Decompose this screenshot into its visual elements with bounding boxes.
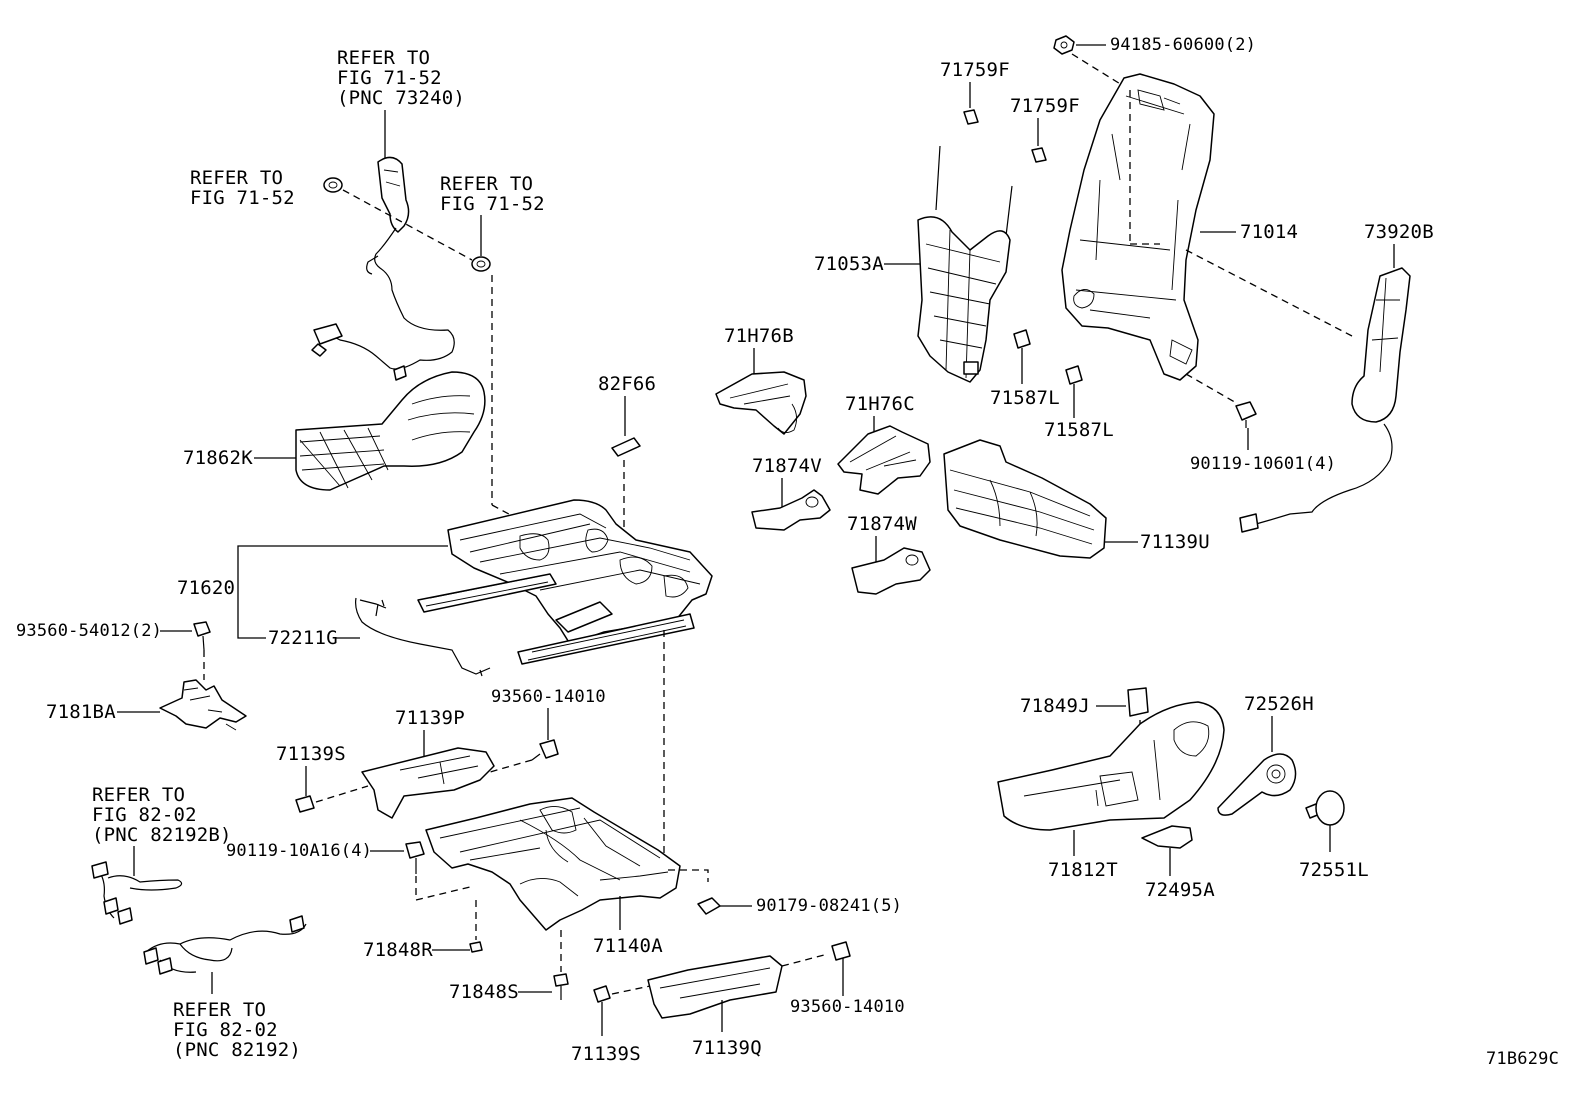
svg-text:FIG 71-52: FIG 71-52 — [440, 193, 545, 215]
svg-text:REFER TO: REFER TO — [337, 47, 430, 69]
svg-text:(PNC 82192B): (PNC 82192B) — [92, 824, 232, 846]
bracket-71874V — [751, 489, 831, 531]
label-90119-10A16[interactable]: 90119-10A16(4) — [226, 841, 372, 861]
washer-left — [323, 177, 343, 193]
refer-fig-71-52-pnc-label[interactable]: REFER TO FIG 71-52 (PNC 73240) — [337, 47, 465, 109]
label-71862K[interactable]: 71862K — [183, 447, 253, 469]
label-71139S-lower[interactable]: 71139S — [571, 1043, 641, 1065]
label-71848S[interactable]: 71848S — [449, 981, 519, 1003]
refer-fig-82-02-pnc-label[interactable]: REFER TO FIG 82-02 (PNC 82192) — [173, 999, 301, 1061]
svg-text:(PNC 82192): (PNC 82192) — [173, 1039, 301, 1061]
nut-90179-08241 — [697, 897, 721, 915]
washer-right — [471, 256, 491, 272]
seat-side-cover-71812T — [997, 701, 1225, 831]
seat-cushion-shield-71862K — [295, 371, 486, 491]
refer-fig-71-52-left-label[interactable]: REFER TO FIG 71-52 — [190, 167, 295, 209]
bracket-71H76B — [715, 371, 807, 435]
label-71140A[interactable]: 71140A — [593, 935, 663, 957]
label-71848R[interactable]: 71848R — [363, 939, 433, 961]
label-82F66[interactable]: 82F66 — [598, 373, 656, 395]
label-71759F-right[interactable]: 71759F — [1010, 95, 1080, 117]
clip-82F66 — [611, 437, 641, 457]
label-93560-14010-lower[interactable]: 93560-14010 — [790, 997, 905, 1017]
refer-fig-82-02-pnc-b-label[interactable]: REFER TO FIG 82-02 (PNC 82192B) — [92, 784, 232, 846]
label-71874W[interactable]: 71874W — [847, 513, 917, 535]
cover-71139Q — [647, 955, 783, 1019]
seat-belt-buckle-part — [311, 156, 455, 381]
label-71812T[interactable]: 71812T — [1048, 859, 1118, 881]
diagram-id: 71B629C — [1486, 1049, 1559, 1069]
svg-text:FIG 71-52: FIG 71-52 — [190, 187, 295, 209]
bolt-71848S — [553, 973, 569, 1000]
bracket-7181BA — [159, 679, 247, 731]
cover-71139P — [361, 747, 495, 819]
label-93560-54012[interactable]: 93560-54012(2) — [16, 621, 162, 641]
label-71874V[interactable]: 71874V — [752, 455, 822, 477]
label-71H76B[interactable]: 71H76B — [724, 325, 794, 347]
bracket-71874W — [851, 547, 931, 595]
bracket-71H76C — [837, 425, 931, 495]
svg-text:FIG 82-02: FIG 82-02 — [92, 804, 197, 826]
cover-71849J — [1127, 687, 1149, 717]
wire-rod-72211G — [355, 597, 491, 677]
seatback-frame-71014 — [1061, 73, 1215, 381]
screw-71139S-upper — [295, 795, 315, 813]
label-71849J[interactable]: 71849J — [1020, 695, 1090, 717]
label-73920B[interactable]: 73920B — [1364, 221, 1434, 243]
svg-text:FIG 82-02: FIG 82-02 — [173, 1019, 278, 1041]
label-71620[interactable]: 71620 — [177, 577, 235, 599]
label-72526H[interactable]: 72526H — [1244, 693, 1314, 715]
label-71139S-upper[interactable]: 71139S — [276, 743, 346, 765]
label-71759F-left[interactable]: 71759F — [940, 59, 1010, 81]
svg-text:REFER TO: REFER TO — [173, 999, 266, 1021]
clip-71759F-left — [963, 109, 979, 125]
svg-text:REFER TO: REFER TO — [440, 173, 533, 195]
seat-adjuster-71620 — [417, 499, 713, 665]
wire-harness-82192B — [91, 861, 183, 925]
label-90179-08241[interactable]: 90179-08241(5) — [756, 896, 902, 916]
label-72211G[interactable]: 72211G — [268, 627, 338, 649]
label-71139Q[interactable]: 71139Q — [692, 1037, 762, 1059]
bolt-93560-54012 — [193, 621, 211, 651]
svg-text:REFER TO: REFER TO — [92, 784, 185, 806]
knob-72526H — [1217, 753, 1297, 816]
seatback-spring-71053A — [917, 145, 1013, 383]
clip-71759F-right — [1031, 147, 1047, 163]
shield-71139U — [943, 439, 1107, 559]
label-90119-10601[interactable]: 90119-10601(4) — [1190, 454, 1336, 474]
svg-text:REFER TO: REFER TO — [190, 167, 283, 189]
wire-harness-82192 — [143, 915, 307, 975]
label-71053A[interactable]: 71053A — [814, 253, 884, 275]
refer-fig-71-52-right-label[interactable]: REFER TO FIG 71-52 — [440, 173, 545, 215]
svg-text:FIG 71-52: FIG 71-52 — [337, 67, 442, 89]
seat-lower-frame-71140A — [425, 797, 681, 931]
label-71H76C[interactable]: 71H76C — [845, 393, 915, 415]
label-71014[interactable]: 71014 — [1240, 221, 1298, 243]
clip-71848R — [469, 941, 483, 953]
label-71587L-left[interactable]: 71587L — [990, 387, 1060, 409]
nut-94185-60600 — [1053, 35, 1075, 55]
label-72495A[interactable]: 72495A — [1145, 879, 1215, 901]
cap-72551L — [1315, 790, 1345, 826]
bolt-90119-10A16 — [405, 841, 425, 874]
label-72551L[interactable]: 72551L — [1299, 859, 1369, 881]
svg-text:(PNC 73240): (PNC 73240) — [337, 87, 465, 109]
label-71139P[interactable]: 71139P — [395, 707, 465, 729]
label-7181BA[interactable]: 7181BA — [46, 701, 116, 723]
screw-93560-14010-top — [531, 739, 559, 761]
nut-71587L-right — [1065, 365, 1083, 385]
nut-71587L-left — [1013, 329, 1031, 349]
trim-72495A — [1141, 825, 1193, 849]
screw-93560-14010-lower — [831, 941, 851, 961]
bolt-90119-10601 — [1235, 401, 1257, 428]
side-airbag-73920B — [1239, 267, 1411, 533]
screw-71139S-lower — [593, 985, 611, 1003]
label-93560-14010-top[interactable]: 93560-14010 — [491, 687, 606, 707]
label-94185-60600[interactable]: 94185-60600(2) — [1110, 35, 1256, 55]
label-71139U[interactable]: 71139U — [1140, 531, 1210, 553]
label-71587L-right[interactable]: 71587L — [1044, 419, 1114, 441]
